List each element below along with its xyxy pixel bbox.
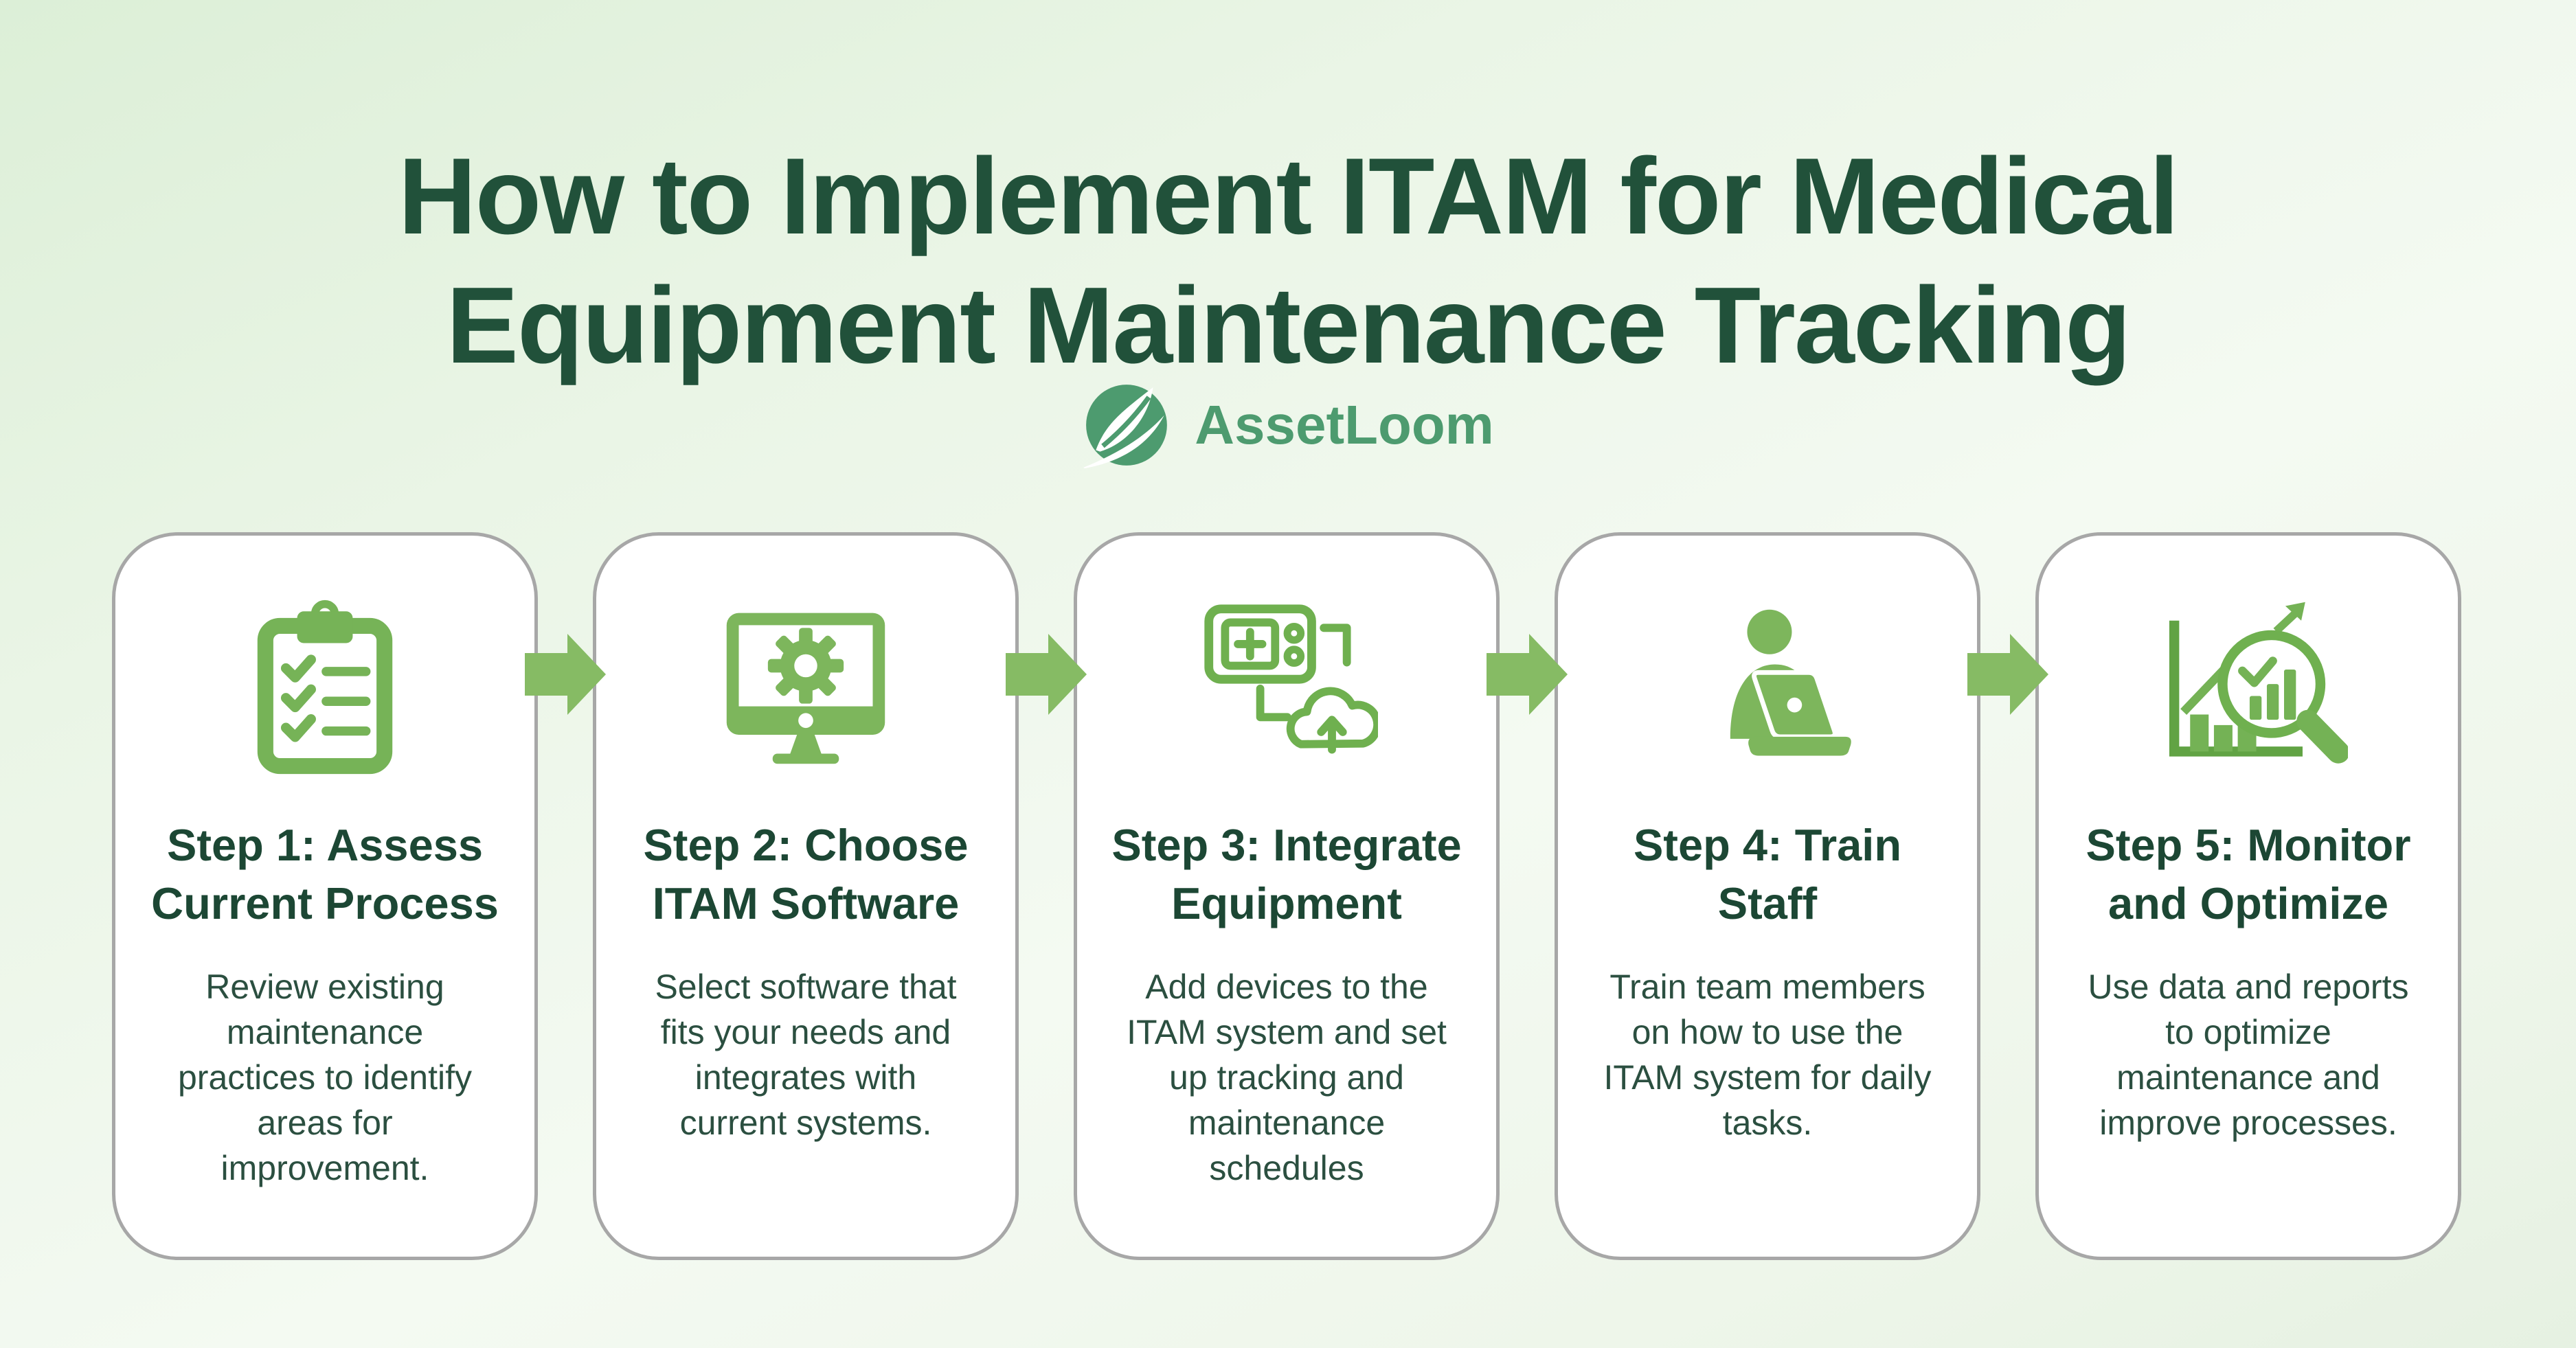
chart-magnifier-icon: [2149, 593, 2348, 781]
step-4-title: Step 4: Train Staff: [1633, 820, 1902, 928]
person-laptop-icon: [1676, 593, 1859, 781]
page-title-line-1: How to Implement ITAM for Medical: [398, 135, 2180, 257]
assetloom-leaf-icon: [1082, 379, 1174, 471]
step-4-card: Step 4: Train Staff Train team members o…: [1555, 532, 1980, 1260]
page-title-line-2: Equipment Maintenance Tracking: [446, 264, 2132, 386]
right-arrow-icon: [1006, 634, 1087, 715]
brand-logo: AssetLoom: [0, 379, 2576, 471]
brand-name: AssetLoom: [1195, 394, 1494, 455]
monitor-gear-icon: [714, 593, 897, 781]
step-3-title: Step 3: Integrate Equipment: [1111, 820, 1462, 928]
right-arrow-icon: [525, 634, 606, 715]
step-2-title: Step 2: Choose ITAM Software: [643, 820, 969, 928]
right-arrow-icon: [1967, 634, 2048, 715]
step-4-description: Train team members on how to use the ITA…: [1603, 968, 1932, 1142]
step-2-card: Step 2: Choose ITAM Software Select soft…: [593, 532, 1019, 1260]
step-2-description: Select software that fits your needs and…: [655, 968, 957, 1142]
right-arrow-icon: [1487, 634, 1568, 715]
step-3-card: Step 3: Integrate Equipment Add devices …: [1074, 532, 1500, 1260]
device-cloud-upload-icon: [1195, 593, 1378, 781]
page-title: How to Implement ITAM for Medical Equipm…: [0, 132, 2576, 390]
step-5-card: Step 5: Monitor and Optimize Use data an…: [2035, 532, 2461, 1260]
clipboard-checklist-icon: [236, 593, 414, 781]
step-1-card: Step 1: Assess Current Process Review ex…: [112, 532, 538, 1260]
steps-row: Step 1: Assess Current Process Review ex…: [112, 532, 2461, 1260]
step-5-title: Step 5: Monitor and Optimize: [2086, 820, 2411, 928]
step-1-title: Step 1: Assess Current Process: [151, 820, 499, 928]
step-1-description: Review existing maintenance practices to…: [178, 968, 472, 1187]
step-5-description: Use data and reports to optimize mainten…: [2088, 968, 2409, 1142]
step-3-description: Add devices to the ITAM system and set u…: [1127, 968, 1447, 1187]
